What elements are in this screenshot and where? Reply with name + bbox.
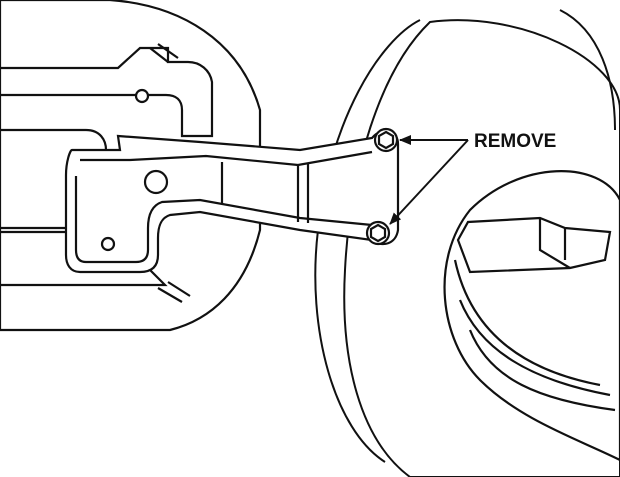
remove-label: REMOVE	[474, 131, 556, 152]
door-hole-top	[134, 88, 150, 104]
door-hole-bottom	[100, 236, 116, 252]
arrow-icon	[389, 139, 469, 225]
hinge-arm-inner	[74, 150, 373, 264]
fuel-door-panel	[0, 46, 214, 138]
filler-ring-3	[458, 299, 611, 397]
bolts	[365, 127, 399, 246]
housing-right-edge	[559, 9, 616, 131]
callout-arrows	[389, 135, 469, 225]
bolt-icon	[373, 127, 399, 153]
fuel-door-holes	[100, 88, 169, 252]
filler-cap-tab	[538, 218, 571, 269]
bolt-icon	[365, 220, 391, 246]
filler-ring-4	[468, 329, 616, 412]
fuel-door-tab-top	[149, 43, 179, 63]
filler-ring-2	[453, 259, 601, 387]
fuel-door-tab-bottom	[157, 281, 191, 303]
door-hole-center	[143, 169, 169, 195]
filler-cap-top	[456, 216, 612, 274]
fuel-filler-neck-icon	[443, 170, 620, 462]
